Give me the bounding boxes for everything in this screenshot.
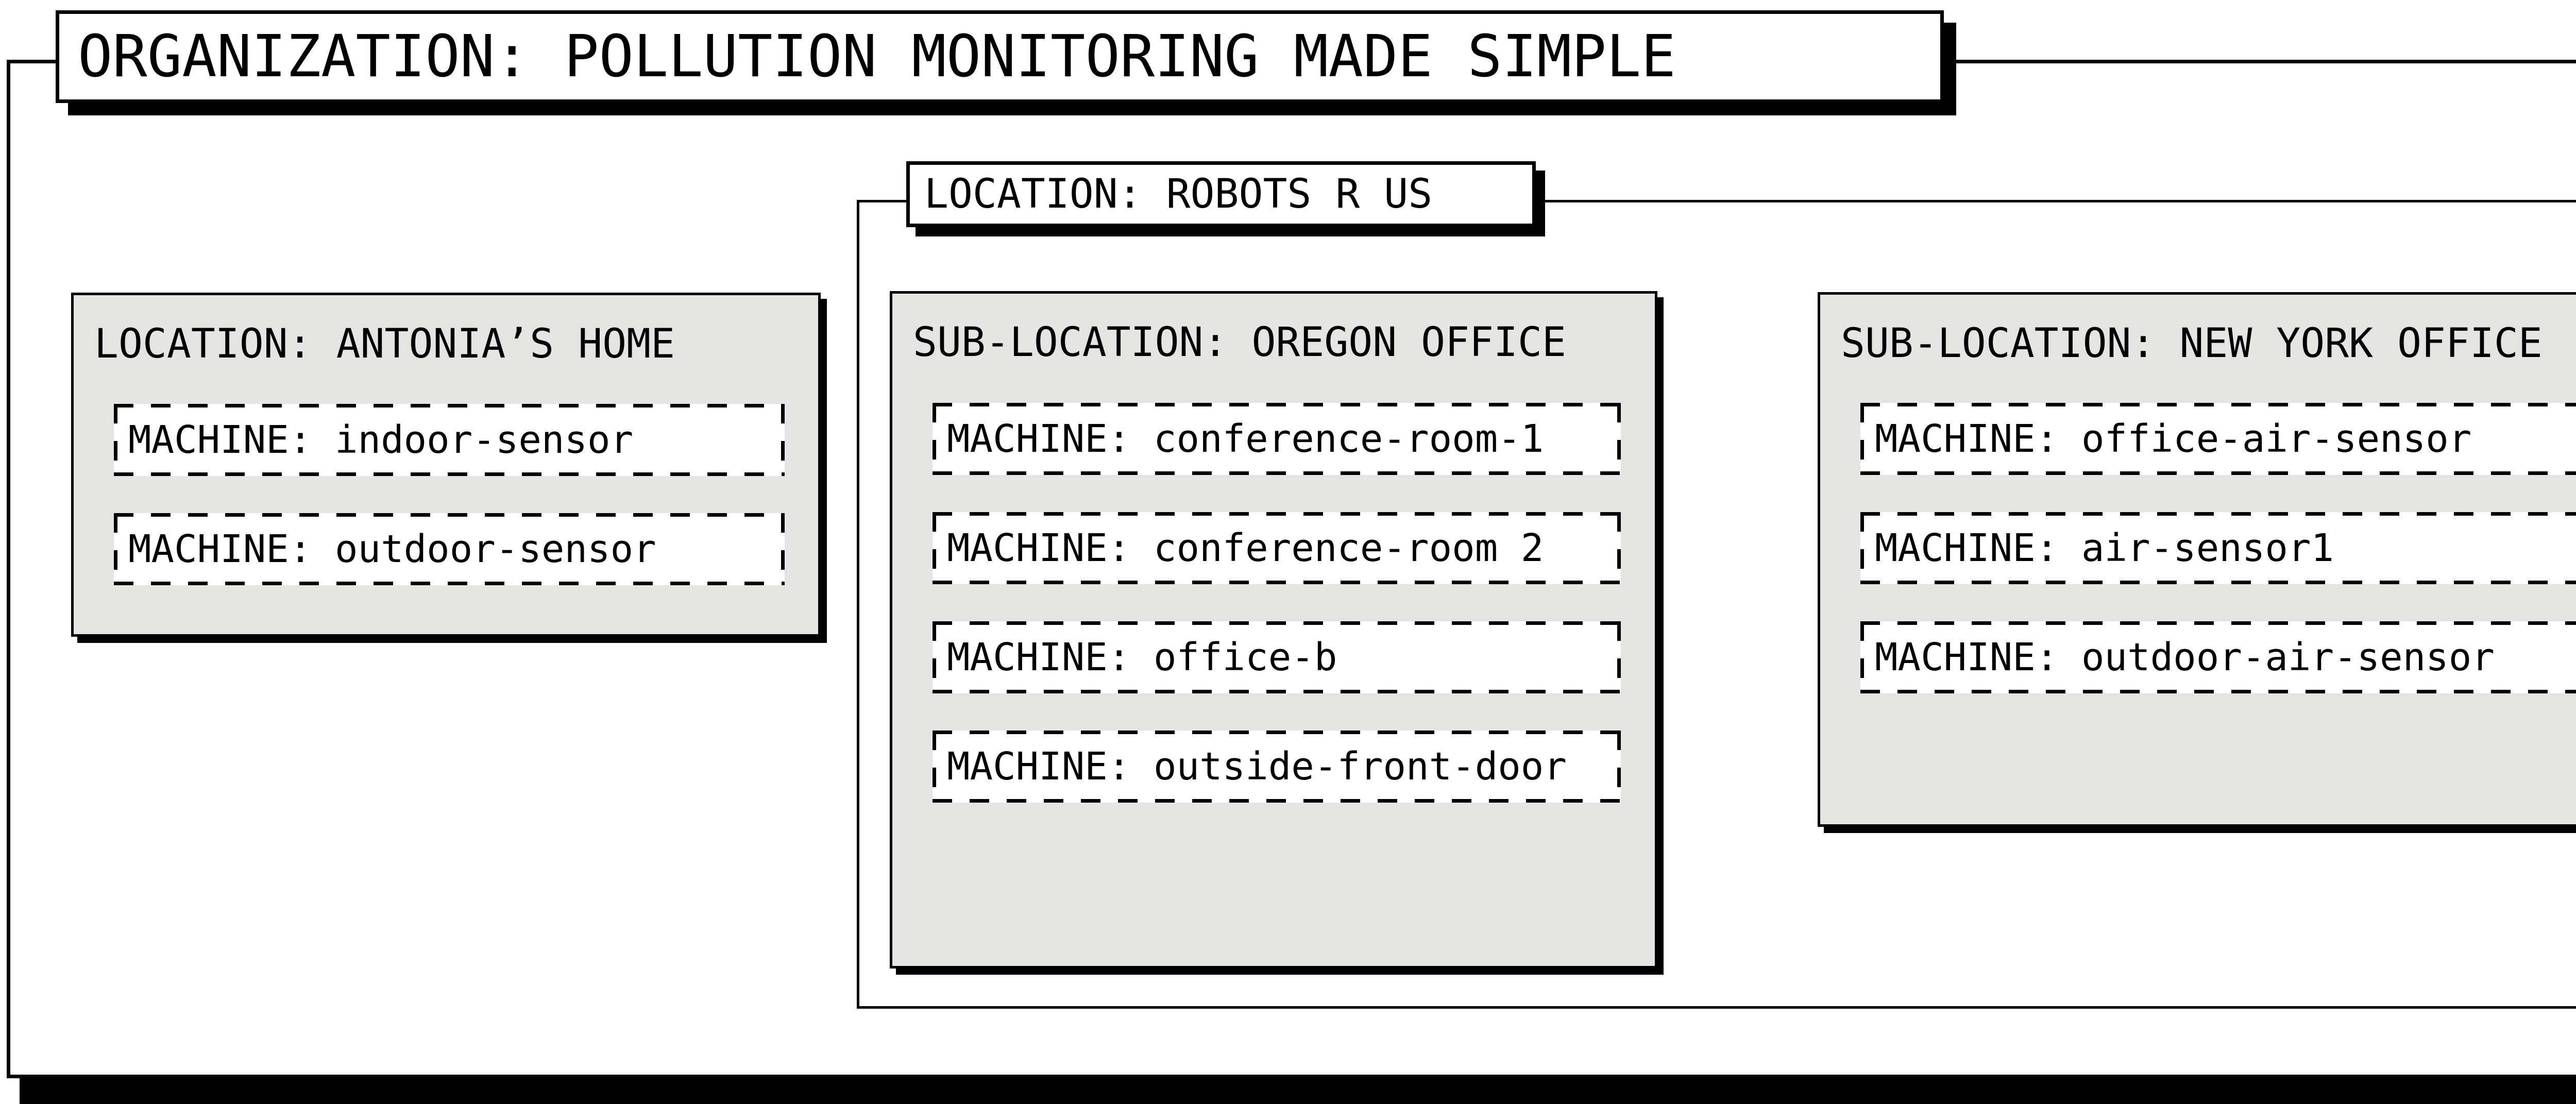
machine-label-conference-room-1: MACHINE: conference-room-1 xyxy=(947,417,1544,461)
location-legend-label-robots-r-us: LOCATION: ROBOTS R US xyxy=(924,171,1433,217)
machine-box-office-air-sensor[interactable]: MACHINE: office-air-sensor xyxy=(1860,403,2576,475)
machine-label-air-sensor1: MACHINE: air-sensor1 xyxy=(1875,526,2334,570)
location-panel-title-antonias-home: LOCATION: ANTONIA’S HOME xyxy=(94,321,675,367)
sublocation-panel-new-york-office[interactable]: SUB-LOCATION: NEW YORK OFFICE MACHINE: o… xyxy=(1818,292,2576,827)
machine-box-outside-front-door[interactable]: MACHINE: outside-front-door xyxy=(933,731,1621,803)
machine-box-conference-room-1[interactable]: MACHINE: conference-room-1 xyxy=(933,403,1621,475)
machine-label-conference-room-2: MACHINE: conference-room 2 xyxy=(947,526,1544,570)
sublocation-panel-oregon-office[interactable]: SUB-LOCATION: OREGON OFFICE MACHINE: con… xyxy=(890,291,1657,969)
machine-label-indoor-sensor: MACHINE: indoor-sensor xyxy=(128,418,634,462)
machine-box-office-b[interactable]: MACHINE: office-b xyxy=(933,621,1621,693)
location-panel-antonias-home[interactable]: LOCATION: ANTONIA’S HOME MACHINE: indoor… xyxy=(71,293,821,637)
machine-label-office-air-sensor: MACHINE: office-air-sensor xyxy=(1875,417,2472,461)
machine-box-air-sensor1[interactable]: MACHINE: air-sensor1 xyxy=(1860,512,2576,584)
machine-label-outside-front-door: MACHINE: outside-front-door xyxy=(947,744,1567,789)
machine-label-outdoor-air-sensor: MACHINE: outdoor-air-sensor xyxy=(1875,635,2495,680)
organization-legend-label: ORGANIZATION: POLLUTION MONITORING MADE … xyxy=(78,23,1676,90)
machine-box-indoor-sensor[interactable]: MACHINE: indoor-sensor xyxy=(114,404,785,476)
machine-box-outdoor-sensor[interactable]: MACHINE: outdoor-sensor xyxy=(114,513,785,585)
machine-box-conference-room-2[interactable]: MACHINE: conference-room 2 xyxy=(933,512,1621,584)
location-legend-robots-r-us: LOCATION: ROBOTS R US xyxy=(906,161,1536,227)
machine-label-office-b: MACHINE: office-b xyxy=(947,635,1337,680)
organization-legend: ORGANIZATION: POLLUTION MONITORING MADE … xyxy=(56,10,1944,103)
sublocation-panel-title-new-york-office: SUB-LOCATION: NEW YORK OFFICE xyxy=(1841,320,2543,367)
sublocation-panel-title-oregon-office: SUB-LOCATION: OREGON OFFICE xyxy=(913,319,1566,366)
machine-box-outdoor-air-sensor[interactable]: MACHINE: outdoor-air-sensor xyxy=(1860,621,2576,693)
machine-label-outdoor-sensor: MACHINE: outdoor-sensor xyxy=(128,527,656,571)
